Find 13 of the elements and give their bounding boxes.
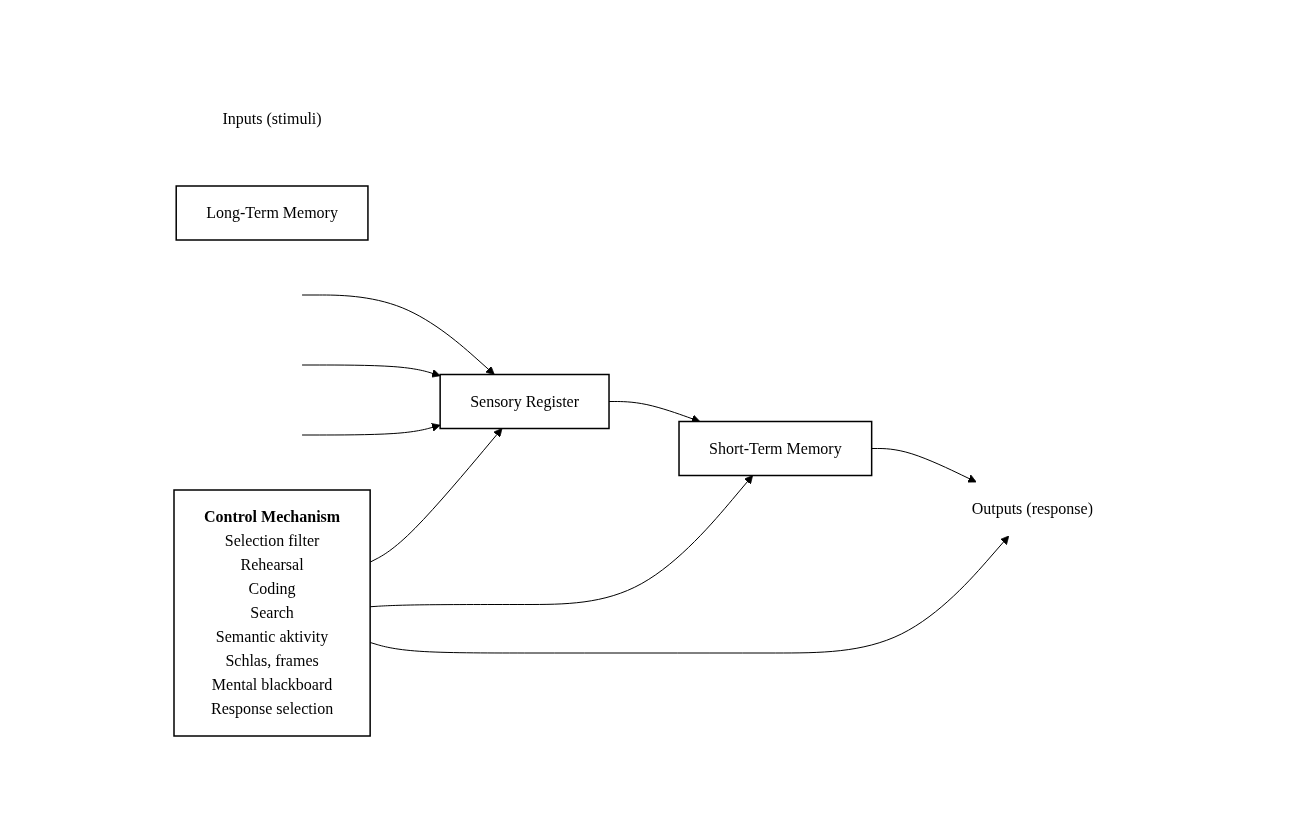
node-box: Short-Term Memory	[677, 420, 872, 476]
arrow	[369, 535, 1009, 653]
node-text: Outputs (response)	[971, 499, 1093, 517]
arrow	[369, 474, 753, 607]
arrow	[301, 422, 441, 435]
arrow	[301, 294, 495, 375]
node-box: Sensory Register	[438, 373, 610, 429]
node-box: Long-Term Memory	[174, 184, 369, 241]
arrow	[301, 364, 441, 378]
arrow	[608, 400, 700, 423]
arrow	[369, 427, 502, 563]
node-box: Control Mechanism Selection filter Rehearsal Coding Search Semantic aktivity Schlas, frames Mental blackboard Response selection	[172, 488, 371, 737]
node-text: Inputs (stimuli)	[222, 109, 322, 127]
